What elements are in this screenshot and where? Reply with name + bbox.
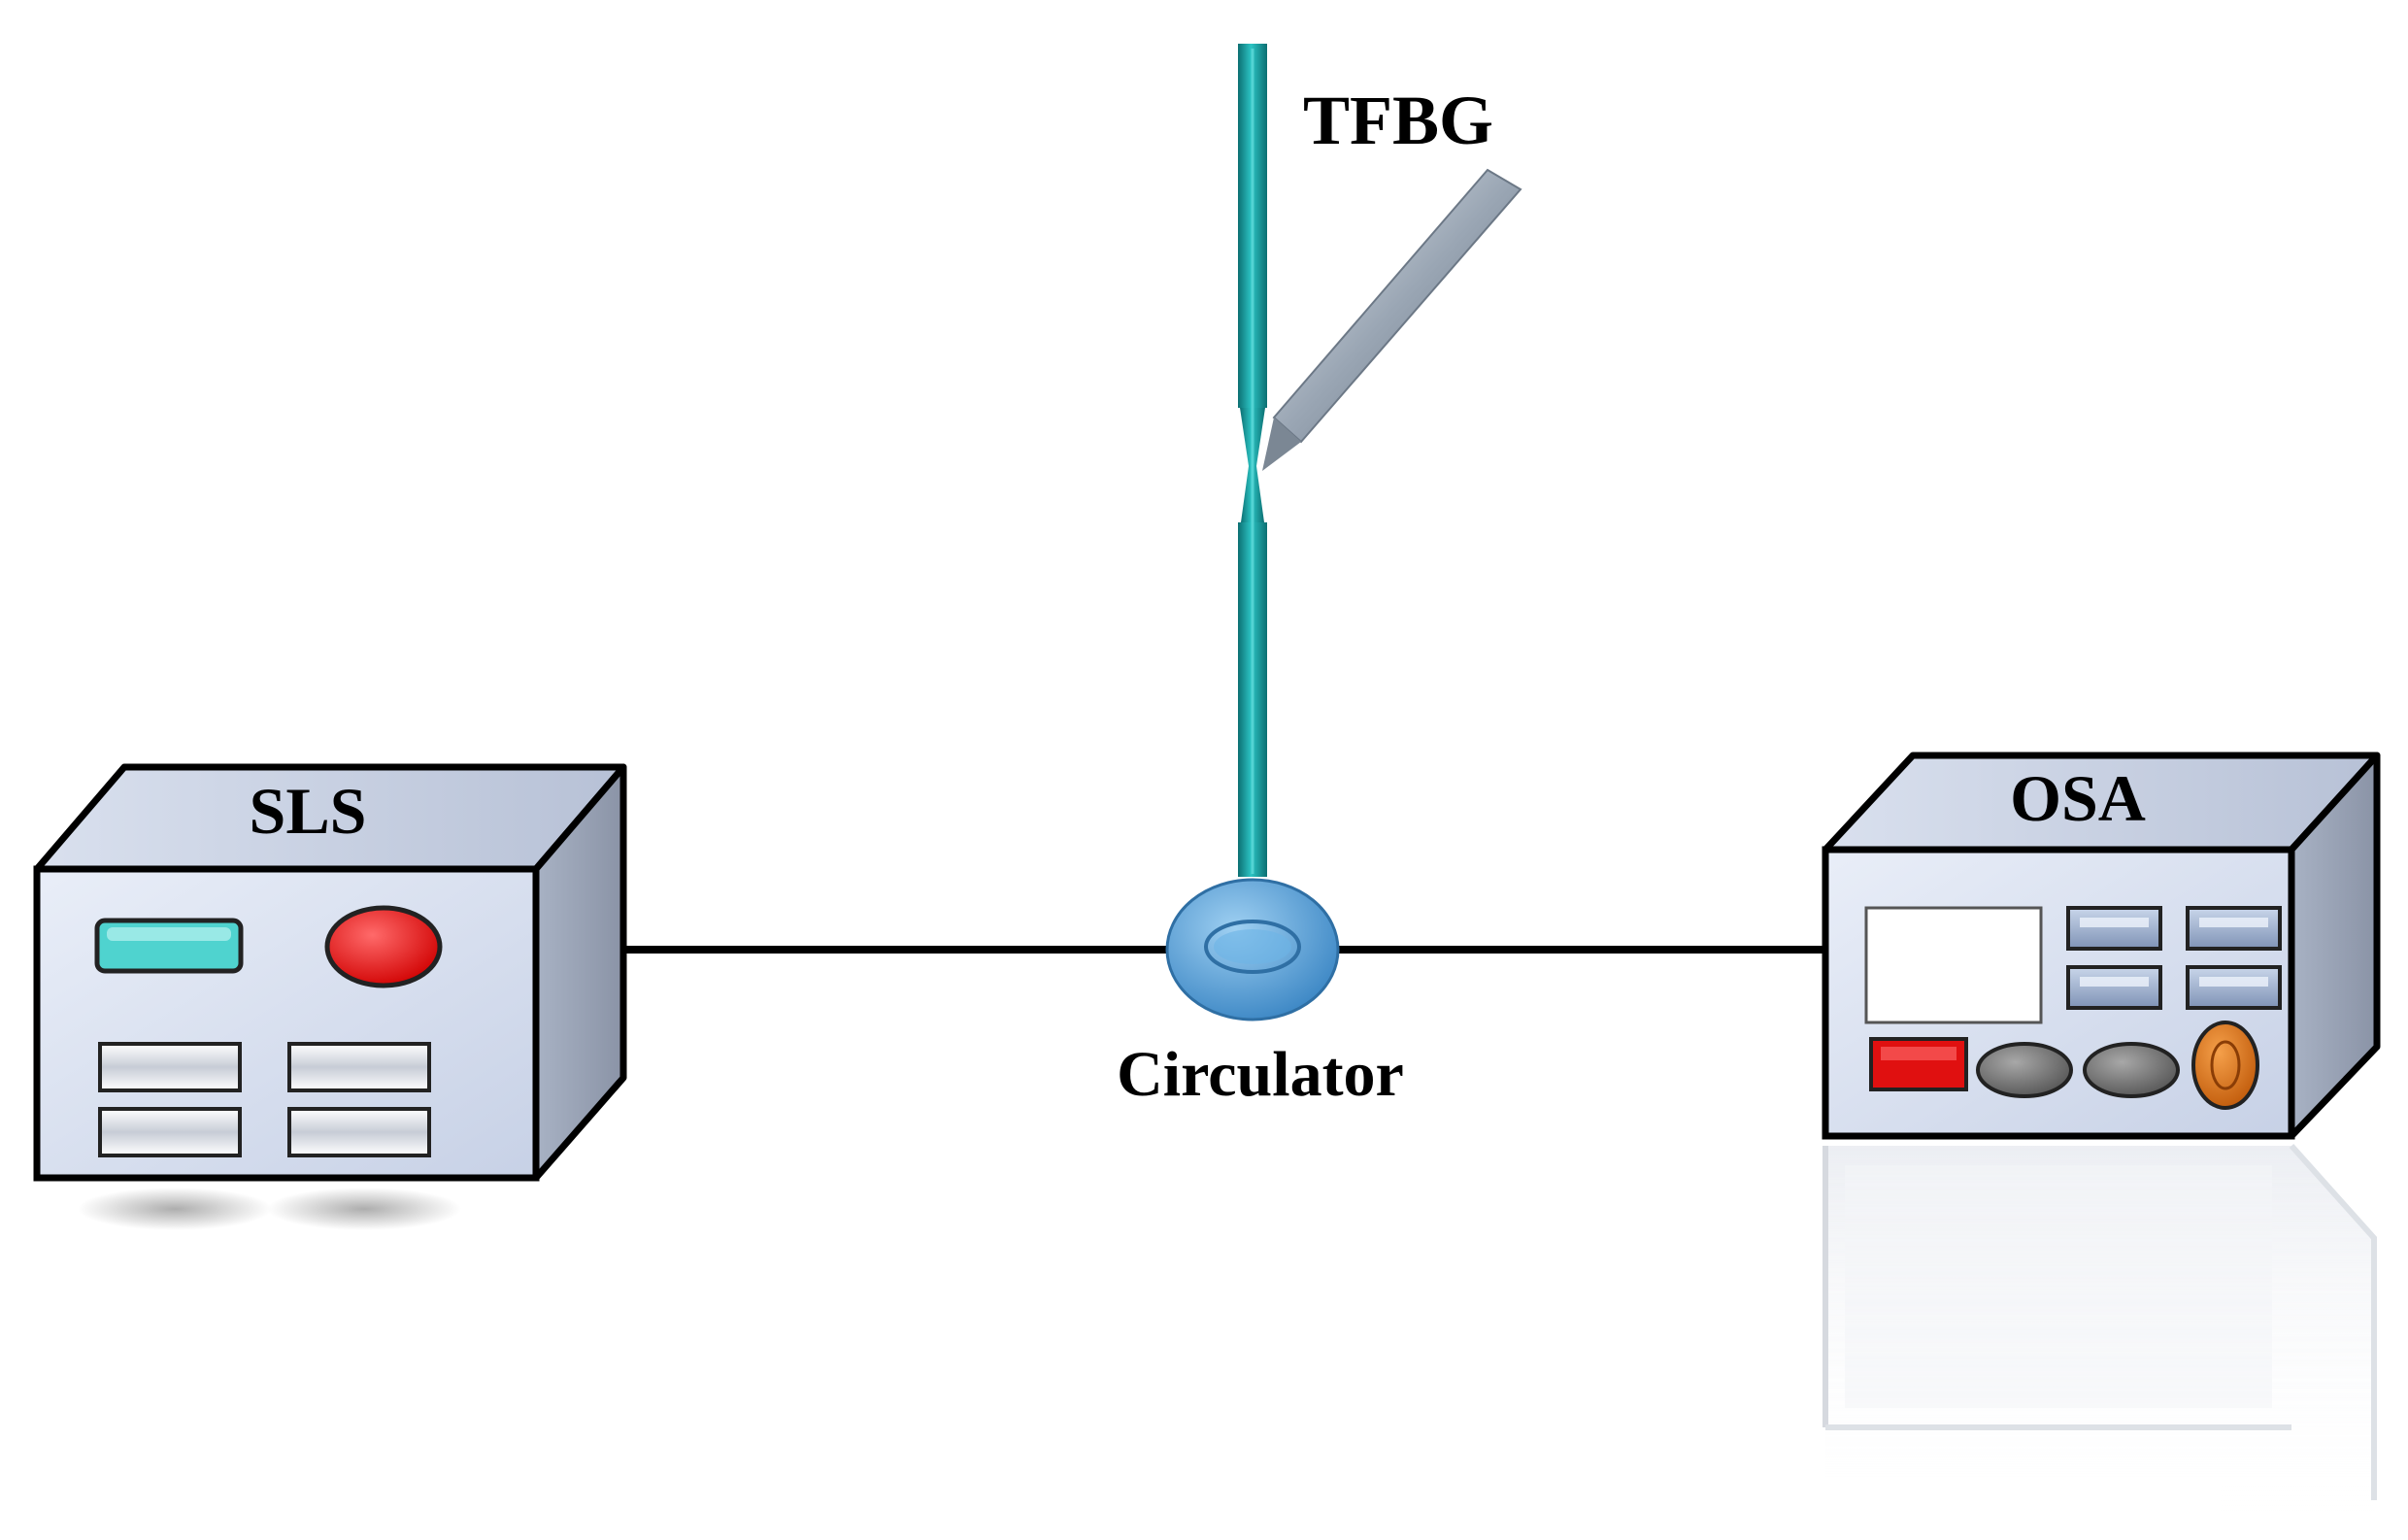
osa-red-button[interactable] <box>1869 1037 1968 1091</box>
sls-device <box>33 763 627 1230</box>
circulator-label: Circulator <box>1117 1039 1404 1110</box>
sls-key-4[interactable] <box>287 1107 431 1157</box>
osa-device <box>1822 752 2381 1140</box>
sls-power-button[interactable] <box>324 905 443 988</box>
osa-label: OSA <box>2010 761 2146 835</box>
sls-label: SLS <box>250 774 367 848</box>
circulator-icon <box>1165 878 1340 1021</box>
osa-screen <box>1864 906 2043 1024</box>
osa-grey-knob-2[interactable] <box>2083 1042 2180 1098</box>
tfbg-fiber <box>1238 44 1267 877</box>
sls-key-3[interactable] <box>98 1107 242 1157</box>
osa-orange-knob[interactable] <box>2191 1021 2259 1110</box>
osa-key-4[interactable] <box>2186 965 2282 1010</box>
osa-key-1[interactable] <box>2066 906 2162 951</box>
osa-key-2[interactable] <box>2186 906 2282 951</box>
sls-key-1[interactable] <box>98 1042 242 1092</box>
tilted-probe-icon <box>1262 168 1522 471</box>
tfbg-label: TFBG <box>1303 82 1493 159</box>
osa-reflection <box>1823 1143 2377 1515</box>
osa-key-3[interactable] <box>2066 965 2162 1010</box>
osa-grey-knob-1[interactable] <box>1976 1042 2073 1098</box>
sls-key-2[interactable] <box>287 1042 431 1092</box>
